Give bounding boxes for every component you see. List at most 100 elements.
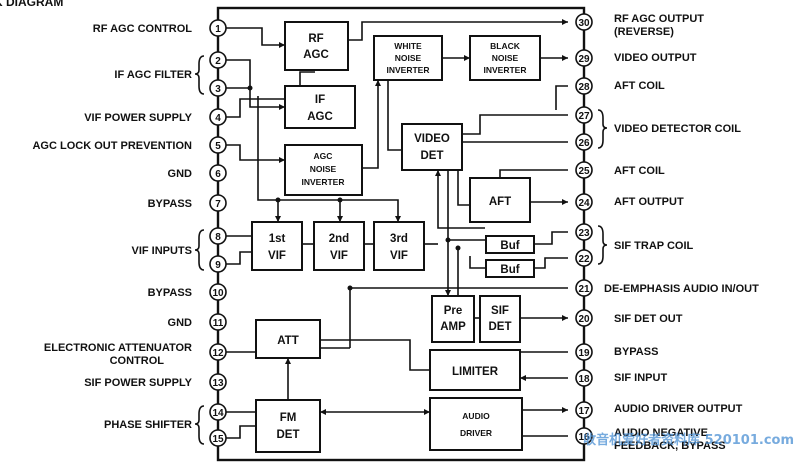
block-white-noise-inverter-line2: NOISE: [395, 53, 422, 63]
pin-8: 8: [215, 232, 221, 243]
block-agc-noise-inverter-line3: INVERTER: [302, 177, 345, 187]
left-pins: 1 2 3 4 5 6 7 8 9 10 11 12 13 14 15: [209, 19, 227, 447]
block-buf-upper: Buf: [485, 235, 535, 254]
left-pin-labels: RF AGC CONTROL IF AGC FILTER VIF POWER S…: [32, 23, 192, 431]
block-sif-det-line1: SIF: [491, 305, 509, 317]
label-electronic-attenuator: ELECTRONIC ATTENUATOR: [44, 342, 192, 354]
pin-15: 15: [212, 434, 224, 445]
label-bypass-19: BYPASS: [614, 346, 658, 358]
label-de-emphasis-audio: DE-EMPHASIS AUDIO IN/OUT: [604, 283, 759, 295]
pin-10: 10: [212, 288, 224, 299]
pin-7: 7: [215, 199, 221, 210]
block-black-noise-inverter: BLACK NOISE INVERTER: [469, 35, 541, 81]
pin-18: 18: [578, 374, 590, 385]
pin-2: 2: [215, 56, 221, 67]
diagram-title-fragment: K DIAGRAM: [0, 0, 63, 9]
block-aft: AFT: [469, 177, 531, 223]
block-video-det-line2: DET: [421, 150, 444, 162]
arrow-heads: [275, 19, 568, 415]
block-pre-amp: Pre AMP: [431, 295, 475, 343]
label-video-output: VIDEO OUTPUT: [614, 52, 697, 64]
block-white-noise-inverter-line3: INVERTER: [387, 65, 430, 75]
pin-3: 3: [215, 84, 221, 95]
pin-27: 27: [578, 111, 590, 122]
pin-29: 29: [578, 54, 590, 65]
block-pre-amp-line2: AMP: [440, 321, 466, 333]
pin-25: 25: [578, 166, 590, 177]
block-vif-3-line1: 3rd: [390, 233, 408, 245]
pin-28: 28: [578, 82, 590, 93]
label-phase-shifter: PHASE SHIFTER: [104, 419, 192, 431]
block-att-label: ATT: [277, 335, 299, 347]
pin-group-braces: [194, 55, 608, 445]
block-sif-det-line2: DET: [489, 321, 512, 333]
pin-23: 23: [578, 228, 590, 239]
pin-16: 16: [578, 432, 590, 443]
label-reverse: (REVERSE): [614, 26, 674, 38]
block-vif-2-line1: 2nd: [329, 233, 349, 245]
block-vif-1-line1: 1st: [269, 233, 286, 245]
block-agc-noise-inverter-line1: AGC: [314, 151, 333, 161]
block-black-noise-inverter-line1: BLACK: [490, 41, 521, 51]
pin-19: 19: [578, 348, 590, 359]
label-aft-coil-25: AFT COIL: [614, 165, 665, 177]
block-rf-agc-line2: AGC: [303, 49, 329, 61]
label-gnd-11: GND: [168, 317, 193, 329]
block-agc-noise-inverter: AGC NOISE INVERTER: [284, 144, 363, 196]
label-control: CONTROL: [110, 355, 165, 367]
block-agc-noise-inverter-line2: NOISE: [310, 164, 337, 174]
label-bypass-10: BYPASS: [148, 287, 192, 299]
label-gnd-6: GND: [168, 168, 193, 180]
pin-6: 6: [215, 169, 221, 180]
block-if-agc: IF AGC: [284, 85, 356, 129]
pin-22: 22: [578, 254, 590, 265]
block-rf-agc-line1: RF: [308, 33, 323, 45]
block-vif-3-line2: VIF: [390, 250, 408, 262]
right-pin-labels: RF AGC OUTPUT (REVERSE) VIDEO OUTPUT AFT…: [604, 13, 759, 452]
block-if-agc-line2: AGC: [307, 111, 333, 123]
label-feedback-bypass: FEEDBACK, BYPASS: [614, 440, 726, 452]
block-pre-amp-line1: Pre: [444, 305, 463, 317]
label-if-agc-filter: IF AGC FILTER: [114, 69, 192, 81]
block-limiter: LIMITER: [429, 349, 521, 391]
label-sif-det-out: SIF DET OUT: [614, 313, 683, 325]
block-vif-2-line2: VIF: [330, 250, 348, 262]
pin-26: 26: [578, 138, 590, 149]
watermark: 收音机爱好者资料库 520101.com: [583, 432, 794, 448]
block-aft-label: AFT: [489, 196, 511, 208]
pin-1: 1: [215, 24, 221, 35]
block-vif-1: 1st VIF: [251, 221, 303, 271]
block-fm-det: FM DET: [255, 399, 321, 453]
block-buf-lower: Buf: [485, 259, 535, 278]
block-fm-det-line2: DET: [277, 429, 300, 441]
pin-9: 9: [215, 260, 221, 271]
pin-20: 20: [578, 314, 590, 325]
pin-4: 4: [215, 113, 221, 124]
label-vif-inputs: VIF INPUTS: [131, 245, 192, 257]
block-rf-agc: RF AGC: [284, 21, 349, 71]
block-black-noise-inverter-line2: NOISE: [492, 53, 519, 63]
block-audio-driver-line2: DRIVER: [460, 428, 492, 438]
block-vif-2: 2nd VIF: [313, 221, 365, 271]
label-rf-agc-control: RF AGC CONTROL: [93, 23, 192, 35]
label-vif-power-supply: VIF POWER SUPPLY: [84, 112, 192, 124]
block-buf-upper-label: Buf: [500, 240, 519, 252]
label-sif-power-supply: SIF POWER SUPPLY: [84, 377, 192, 389]
label-sif-trap-coil: SIF TRAP COIL: [614, 240, 694, 252]
label-video-detector-coil: VIDEO DETECTOR COIL: [614, 123, 741, 135]
label-aft-output: AFT OUTPUT: [614, 196, 684, 208]
block-limiter-label: LIMITER: [452, 366, 499, 378]
signal-wires: [226, 21, 568, 439]
pin-5: 5: [215, 141, 221, 152]
pin-24: 24: [578, 198, 590, 209]
block-vif-1-line2: VIF: [268, 250, 286, 262]
block-video-det-line1: VIDEO: [414, 133, 450, 145]
label-audio-driver-output: AUDIO DRIVER OUTPUT: [614, 403, 743, 415]
block-video-det: VIDEO DET: [401, 123, 463, 171]
pin-13: 13: [212, 378, 224, 389]
block-white-noise-inverter-line1: WHITE: [394, 41, 422, 51]
block-black-noise-inverter-line3: INVERTER: [484, 65, 527, 75]
block-white-noise-inverter: WHITE NOISE INVERTER: [373, 35, 443, 81]
pin-14: 14: [212, 408, 224, 419]
